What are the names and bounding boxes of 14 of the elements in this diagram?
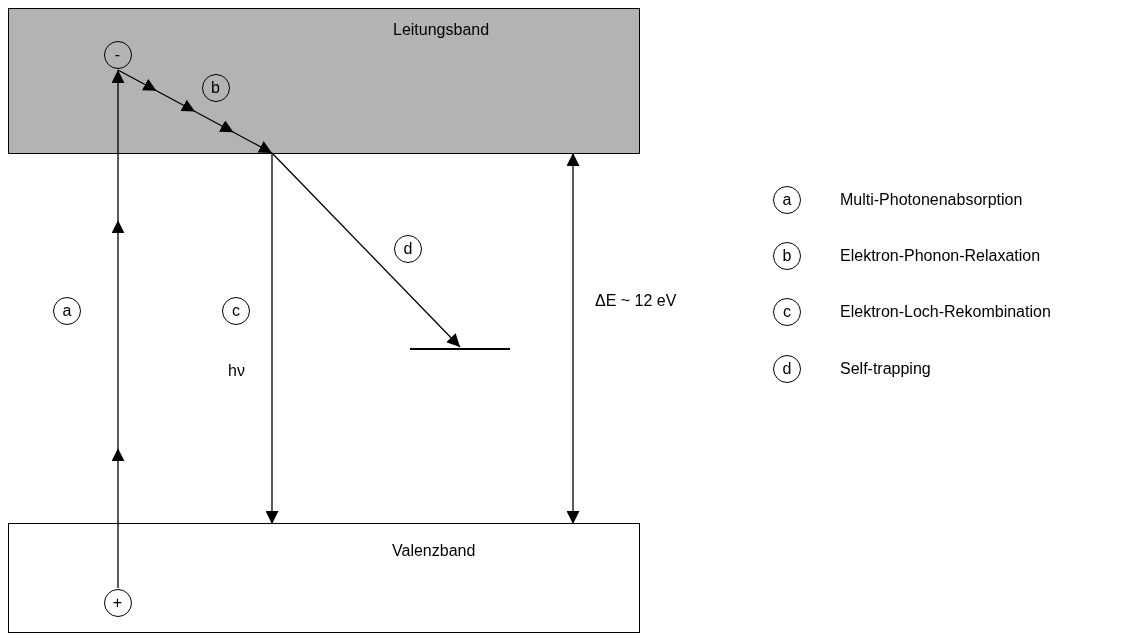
trap-level-line	[410, 348, 510, 350]
arrow	[117, 69, 273, 154]
valence-band	[8, 523, 640, 633]
legend-text: Elektron-Loch-Rekombination	[840, 303, 1051, 321]
arrow	[271, 152, 461, 348]
legend-text: Elektron-Phonon-Relaxation	[840, 247, 1041, 265]
arrow	[112, 69, 125, 589]
band-label: Valenzband	[392, 542, 476, 560]
legend-text: Multi-Photonenabsorption	[840, 191, 1023, 209]
arrow	[566, 152, 580, 525]
conduction-band	[8, 8, 640, 154]
legend-text: Self-trapping	[840, 360, 931, 378]
band-label: Leitungsband	[393, 21, 490, 39]
arrow	[265, 152, 279, 525]
